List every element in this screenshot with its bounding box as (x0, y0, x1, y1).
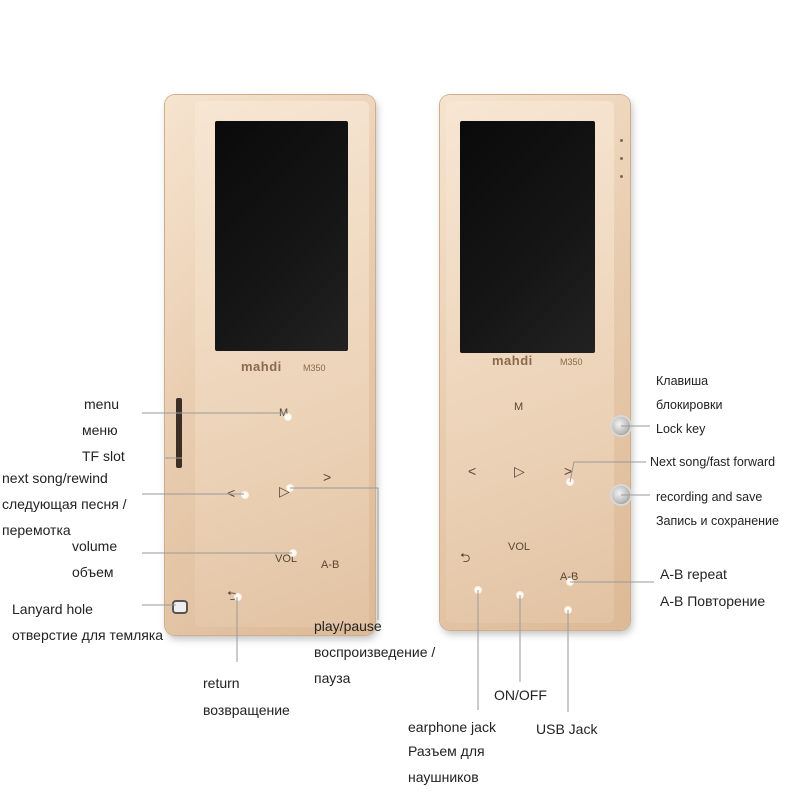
label-earphone-en: earphone jack (408, 719, 496, 735)
left-brand-logo: mahdi (241, 359, 282, 374)
right-menu-button[interactable]: M (514, 401, 524, 413)
right-player-face: mahdi M350 M < ▷ > ⮌ VOL A-B (446, 101, 614, 623)
left-prev-glow (241, 491, 249, 499)
label-play-pause-ru-1: воспроизведение / (314, 644, 436, 660)
left-player-face: mahdi M350 M < ▷ > VOL A-B ⮌ (195, 101, 369, 627)
right-back-button[interactable]: ⮌ (460, 550, 471, 565)
right-player-screen (460, 121, 595, 353)
label-tf-slot: TF slot (82, 448, 125, 464)
label-next-rewind-en: next song/rewind (2, 470, 108, 486)
left-back-glow (234, 593, 242, 601)
label-play-pause-ru-2: пауза (314, 670, 351, 686)
right-model-label: M350 (560, 357, 583, 367)
label-lanyard-en: Lanyard hole (12, 601, 93, 617)
left-next-button[interactable]: > (323, 469, 332, 485)
left-model-label: M350 (303, 363, 326, 373)
label-volume-en: volume (72, 538, 118, 554)
label-volume-ru: объем (72, 564, 114, 580)
label-recording-en: recording and save (656, 490, 763, 504)
right-brand-logo: mahdi (492, 353, 533, 368)
left-play-button[interactable]: ▷ (279, 483, 290, 499)
play-pause-callout-line (290, 487, 379, 620)
right-indicator-dot-2 (620, 157, 623, 160)
label-ab-repeat-en: A-B repeat (660, 566, 727, 582)
right-player-body: mahdi M350 M < ▷ > ⮌ VOL A-B (440, 95, 630, 630)
left-prev-button[interactable]: < (227, 485, 236, 501)
label-on-off: ON/OFF (494, 687, 547, 703)
label-next-rewind-ru-1: следующая песня / (2, 496, 127, 512)
lanyard-hole (172, 600, 188, 614)
label-ab-repeat-ru: A-B Повторение (660, 593, 766, 609)
label-lock-en: Lock key (656, 422, 706, 436)
left-player-screen (215, 121, 348, 351)
left-vol-glow (289, 549, 297, 557)
label-lock-ru-2: блокировки (656, 398, 723, 412)
left-player-body: mahdi M350 M < ▷ > VOL A-B ⮌ (165, 95, 375, 635)
label-return-en: return (203, 675, 240, 691)
left-menu-glow (284, 413, 292, 421)
label-menu-en: menu (84, 396, 120, 412)
right-next-button[interactable]: > (564, 463, 573, 479)
label-earphone-ru-1: Разъем для (408, 743, 485, 759)
right-indicator-dot-3 (620, 175, 623, 178)
left-ab-button[interactable]: A-B (321, 559, 340, 571)
right-play-button[interactable]: ▷ (514, 463, 525, 479)
label-next-rewind-ru-2: перемотка (2, 522, 71, 538)
label-recording-ru: Запись и сохранение (656, 514, 779, 528)
left-back-button[interactable]: ⮌ (227, 588, 238, 603)
label-next-fast-en: Next song/fast forward (650, 455, 776, 469)
right-prev-button[interactable]: < (468, 463, 477, 479)
label-usb-jack: USB Jack (536, 721, 598, 737)
label-return-ru: возвращение (203, 702, 290, 718)
right-indicator-dot-1 (620, 139, 623, 142)
right-vol-button[interactable]: VOL (508, 541, 531, 553)
label-menu-ru: меню (82, 422, 118, 438)
label-earphone-ru-2: наушников (408, 769, 479, 785)
label-lanyard-ru: отверстие для темляка (12, 627, 164, 643)
label-lock-ru-1: Клавиша (656, 374, 709, 388)
label-play-pause-en: play/pause (314, 618, 382, 634)
next-fast-callout-line (569, 461, 646, 483)
tf-slot[interactable] (176, 398, 182, 468)
